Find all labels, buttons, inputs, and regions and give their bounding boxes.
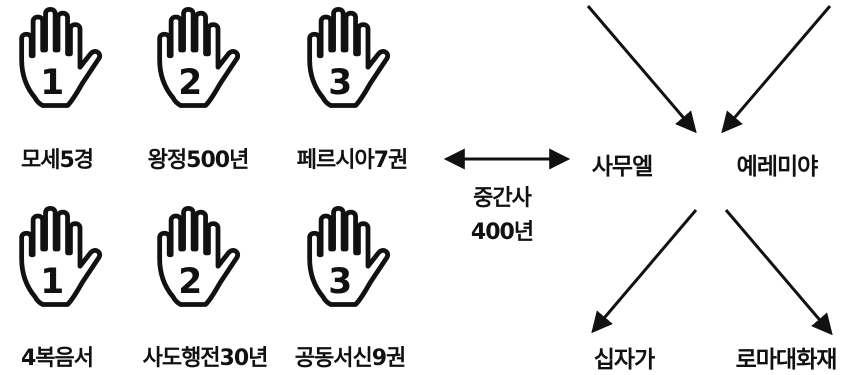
node-jeremiah: 예레미야 (736, 154, 819, 180)
arrow-to-jeremiah (721, 5, 832, 134)
raised-hand-icon: 3 (298, 205, 394, 315)
raised-hand-icon: 1 (10, 205, 106, 315)
bottom-label-1: 4복음서 (20, 346, 94, 371)
raised-hand-icon: 3 (298, 6, 394, 116)
bottom-label-3: 공동서신9권 (294, 346, 407, 371)
raised-hand-icon: 2 (148, 6, 244, 116)
hand-number: 1 (40, 262, 64, 302)
intertestamental-caption: 중간사 400년 (457, 182, 547, 250)
node-rome-fire: 로마대화재 (735, 347, 838, 373)
arrow-to-samuel (586, 5, 697, 134)
raised-hand-icon: 2 (148, 205, 244, 315)
top-label-2: 왕정500년 (147, 148, 250, 173)
top-label-1: 모세5경 (20, 148, 94, 173)
node-samuel: 사무엘 (591, 154, 653, 180)
bottom-label-2: 사도행전30년 (142, 346, 269, 371)
caption-line-1: 중간사 (473, 186, 532, 211)
arrow-to-cross (591, 209, 698, 334)
arrow-to-rome-fire (724, 209, 833, 336)
node-cross: 십자가 (593, 347, 655, 373)
top-label-3: 페르시아7권 (296, 148, 409, 173)
hand-number: 1 (40, 63, 64, 103)
hand-number: 2 (178, 262, 202, 302)
hand-number: 3 (328, 63, 352, 103)
hand-number: 3 (328, 262, 352, 302)
hand-number: 2 (178, 63, 202, 103)
caption-line-2: 400년 (470, 220, 534, 245)
raised-hand-icon: 1 (10, 6, 106, 116)
